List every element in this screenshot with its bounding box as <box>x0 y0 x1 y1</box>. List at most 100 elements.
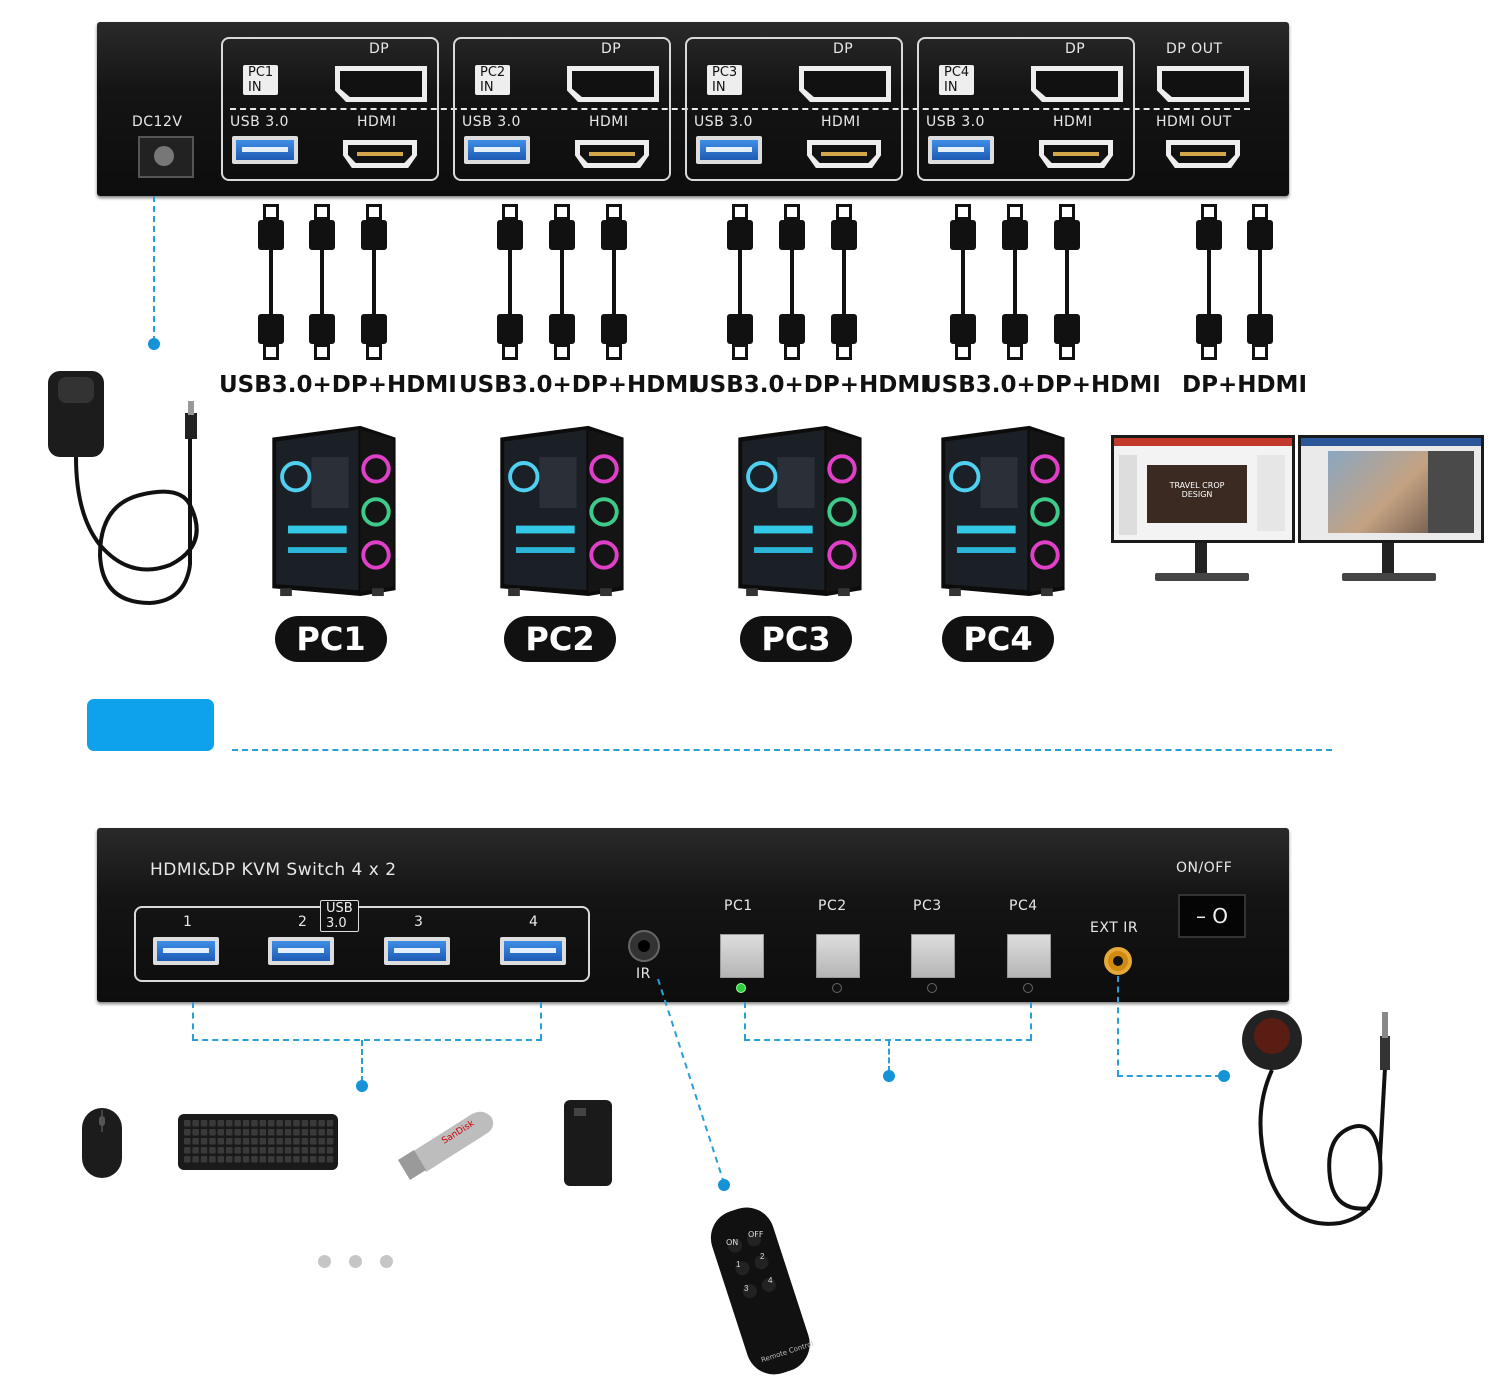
hdmi-input-port <box>807 140 881 168</box>
hdmi-label: HDMI <box>1053 114 1093 130</box>
pc-button-label: PC1 <box>724 898 753 914</box>
front-usb-port[interactable] <box>153 937 219 965</box>
remote-key[interactable]: 3 <box>744 1284 749 1293</box>
usb-label: USB 3.0 <box>926 114 985 130</box>
dp-label: DP <box>601 41 622 57</box>
usb-port-number: 2 <box>298 914 308 930</box>
dp-out-label: DP OUT <box>1166 41 1223 57</box>
cable-caption: DP+HDMI <box>1182 372 1308 398</box>
ir-label: IR <box>636 966 651 982</box>
pc3-select-button[interactable] <box>911 934 955 978</box>
remote-control: ON OFF 1 2 3 4 Remote Control <box>700 1200 820 1380</box>
remote-key[interactable]: 2 <box>760 1252 765 1261</box>
power-adapter-icon <box>48 371 199 606</box>
input-label: PC2 IN <box>475 65 511 95</box>
pc1-select-button[interactable] <box>720 934 764 978</box>
power-switch-label: ON/OFF <box>1176 860 1233 876</box>
usb-link-line <box>361 1040 363 1082</box>
usb-label: USB 3.0 <box>462 114 521 130</box>
dp-input-port <box>1031 66 1123 102</box>
hdmi-label: HDMI <box>357 114 397 130</box>
dp-label: DP <box>369 41 390 57</box>
front-usb-port[interactable] <box>268 937 334 965</box>
usb-host-port <box>232 136 298 164</box>
keyboard-icon <box>178 1114 338 1170</box>
input-label: PC1 IN <box>243 65 279 95</box>
input-group <box>917 37 1135 181</box>
usb-port-number: 4 <box>529 914 539 930</box>
ext-ir-link-line <box>1117 1075 1221 1077</box>
input-group <box>685 37 903 181</box>
ext-ir-link-line <box>1117 976 1119 1076</box>
more-dot <box>380 1255 393 1268</box>
cable <box>950 204 976 360</box>
slide-title: TRAVEL CROP DESIGN <box>1169 481 1225 499</box>
external-drive-icon <box>564 1100 612 1186</box>
dp-input-port <box>799 66 891 102</box>
dp-out-port <box>1157 66 1249 102</box>
pc2-select-button[interactable] <box>816 934 860 978</box>
cable <box>309 204 335 360</box>
front-usb-port[interactable] <box>500 937 566 965</box>
front-usb-port[interactable] <box>384 937 450 965</box>
pc-label: PC4 <box>942 616 1054 662</box>
ext-ir-label: EXT IR <box>1090 920 1139 936</box>
dp-label: DP <box>1065 41 1086 57</box>
usb-link-line <box>192 1002 194 1040</box>
pc-button-label: PC4 <box>1009 898 1038 914</box>
input-group <box>221 37 439 181</box>
cable <box>549 204 575 360</box>
cable <box>831 204 857 360</box>
ir-extension-cable-icon <box>1242 1010 1390 1226</box>
usb-link-line <box>540 1002 542 1040</box>
hdmi-label: HDMI <box>821 114 861 130</box>
hdmi-input-port <box>575 140 649 168</box>
front-panel <box>97 828 1289 1002</box>
usb-port-number: 1 <box>183 914 193 930</box>
remote-on-label: ON <box>726 1238 739 1247</box>
cable-caption: USB3.0+DP+HDMI <box>691 372 929 398</box>
power-switch[interactable]: – O <box>1178 894 1246 938</box>
usb-link-line <box>192 1039 542 1041</box>
usb-host-port <box>464 136 530 164</box>
usb-label: USB 3.0 <box>230 114 289 130</box>
cable <box>727 204 753 360</box>
ext-ir-jack[interactable] <box>1104 947 1132 975</box>
button-link-line <box>1030 1002 1032 1040</box>
button-link-line <box>888 1040 890 1072</box>
mouse-icon <box>82 1108 122 1178</box>
pc4-select-button[interactable] <box>1007 934 1051 978</box>
usb-host-port <box>696 136 762 164</box>
pc4-status-led <box>1023 983 1033 993</box>
pc-button-label: PC2 <box>818 898 847 914</box>
remote-off-label: OFF <box>748 1230 764 1239</box>
usb-drive-icon: SanDisk <box>398 1111 494 1180</box>
pc-label: PC2 <box>504 616 616 662</box>
cable <box>497 204 523 360</box>
cable-caption: USB3.0+DP+HDMI <box>219 372 457 398</box>
input-label: PC4 IN <box>939 65 975 95</box>
section-tag <box>87 699 214 751</box>
cable <box>1002 204 1028 360</box>
hdmi-input-port <box>1039 140 1113 168</box>
button-link-dot <box>883 1070 895 1082</box>
remote-key[interactable]: 1 <box>736 1260 741 1269</box>
pc-tower-icon <box>500 425 624 597</box>
pc-tower-icon <box>738 425 862 597</box>
pc3-status-led <box>927 983 937 993</box>
cable <box>361 204 387 360</box>
ir-receiver <box>628 930 660 962</box>
hdmi-out-label: HDMI OUT <box>1156 114 1232 130</box>
button-link-line <box>744 1002 746 1040</box>
dp-label: DP <box>833 41 854 57</box>
cable <box>1247 204 1273 360</box>
usb-link-dot <box>356 1080 368 1092</box>
dp-input-port <box>567 66 659 102</box>
monitor-right <box>1298 435 1484 585</box>
pc-label: PC1 <box>275 616 387 662</box>
dp-input-port <box>335 66 427 102</box>
pc1-status-led <box>736 983 746 993</box>
remote-key[interactable]: 4 <box>768 1276 773 1285</box>
cable <box>601 204 627 360</box>
usb-host-port <box>928 136 994 164</box>
